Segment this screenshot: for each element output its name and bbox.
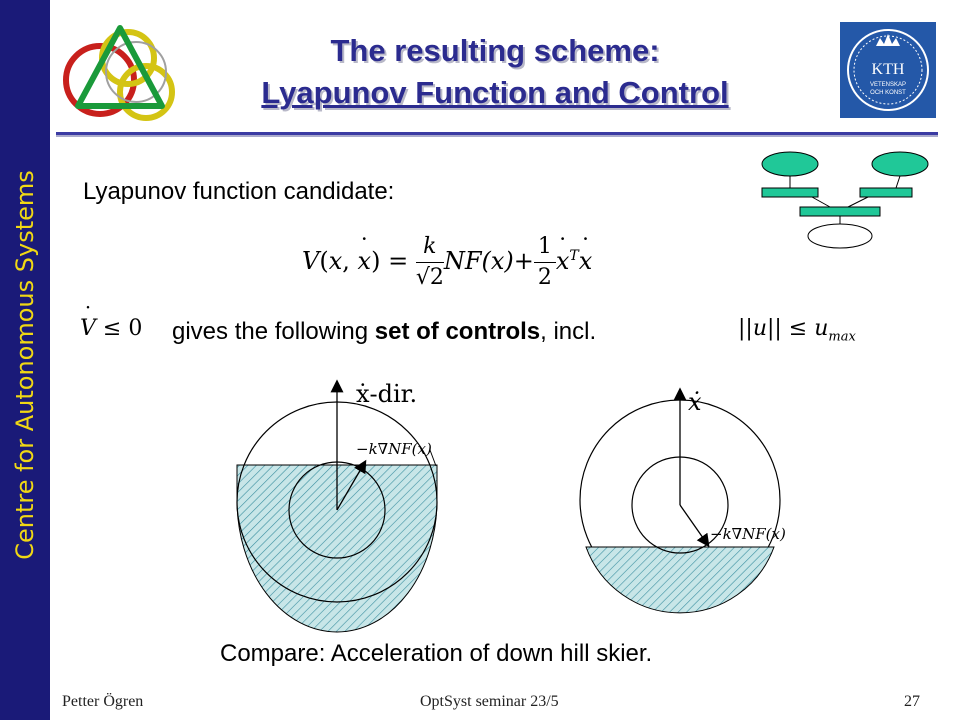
cas-logo-icon — [63, 25, 175, 121]
footer-page: 27 — [904, 693, 920, 710]
title-line-2: Lyapunov Function and Control — [261, 75, 729, 110]
gives-suffix: , incl. — [540, 318, 597, 345]
kth-logo-text: KTH — [872, 61, 905, 78]
right-vector-label: −k∇NF(x) — [710, 525, 786, 543]
eq-nf: NF(x)+ — [443, 247, 534, 275]
right-gradient-vector — [679, 504, 710, 548]
eq-leq0: ≤ 0 — [102, 316, 143, 341]
left-inner-circle — [288, 461, 386, 559]
left-outer-circle — [236, 401, 438, 603]
left-axis-label: ẋ-dir. — [356, 380, 418, 408]
compare-text: Compare: Acceleration of down hill skier… — [220, 640, 653, 667]
footer-author: Petter Ögren — [62, 693, 144, 710]
gives-bold: set of controls — [374, 318, 541, 345]
controls-sentence: gives the following set of controls, inc… — [172, 318, 596, 346]
right-panel — [579, 387, 781, 614]
left-gradient-vector — [336, 459, 367, 511]
eq-xt: x — [556, 247, 570, 275]
left-admissible-region — [236, 464, 438, 633]
kth-crown-icon: KTH VETENSKAP OCH KONST — [847, 29, 929, 111]
control-bound: ||u|| ≤ umax — [738, 316, 856, 344]
sidebar: Centre for Autonomous Systems — [0, 0, 50, 720]
title-line-1: The resulting scheme: — [330, 33, 660, 68]
eq-x: x — [579, 247, 593, 275]
eq-norm: ||u|| ≤ u — [738, 316, 829, 341]
eq-vdot: V — [80, 316, 96, 341]
eq-two: 2 — [537, 265, 552, 290]
left-vector-label: −k∇NF(x) — [356, 440, 432, 458]
right-admissible-region — [585, 546, 775, 614]
kth-logo: KTH VETENSKAP OCH KONST — [840, 22, 936, 118]
right-axis-label: ẋ — [688, 388, 702, 416]
kth-logo-sub1: VETENSKAP — [870, 82, 906, 88]
left-panel — [236, 379, 438, 633]
eq-sqrt2: √2 — [415, 265, 444, 290]
title-divider — [56, 132, 938, 135]
flow-diagram-icon — [761, 151, 929, 249]
eq-transpose: T — [569, 248, 579, 264]
kth-logo-sub2: OCH KONST — [870, 90, 906, 96]
lyapunov-equation: V(x, x) = k √2 NF(x)+ 1 2 xTx — [302, 232, 592, 293]
eq-umax-sub: max — [828, 329, 856, 345]
eq-k: k — [415, 232, 444, 263]
sidebar-title: Centre for Autonomous Systems — [11, 170, 39, 560]
eq-one: 1 — [533, 232, 556, 263]
slide-title: The resulting scheme: Lyapunov Function … — [160, 30, 830, 114]
right-outer-circle — [579, 399, 781, 601]
gives-prefix: gives the following — [172, 318, 375, 345]
lyapunov-label: Lyapunov function candidate: — [83, 178, 395, 205]
footer-seminar: OptSyst seminar 23/5 — [420, 693, 559, 710]
vdot-condition: V ≤ 0 — [80, 316, 142, 341]
